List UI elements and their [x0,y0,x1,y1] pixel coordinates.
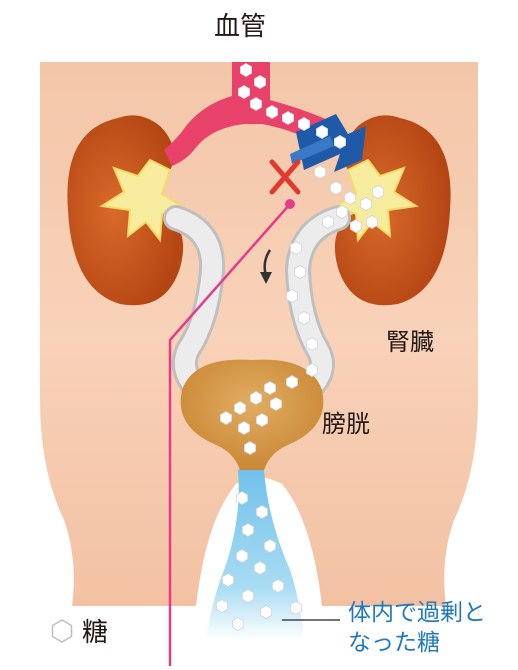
bladder-label: 膀胱 [322,404,370,439]
excess-sugar-line1: 体内で過剰と [348,598,486,628]
excess-sugar-label: 体内で過剰と なった糖 [348,598,486,658]
excess-sugar-line2: なった糖 [348,628,486,658]
legend-sugar-label: 糖 [82,612,108,649]
blood-vessel-label: 血管 [214,6,266,43]
hexagon-icon [50,618,74,644]
kidney-label: 腎臓 [386,322,434,357]
legend: 糖 [50,612,108,649]
